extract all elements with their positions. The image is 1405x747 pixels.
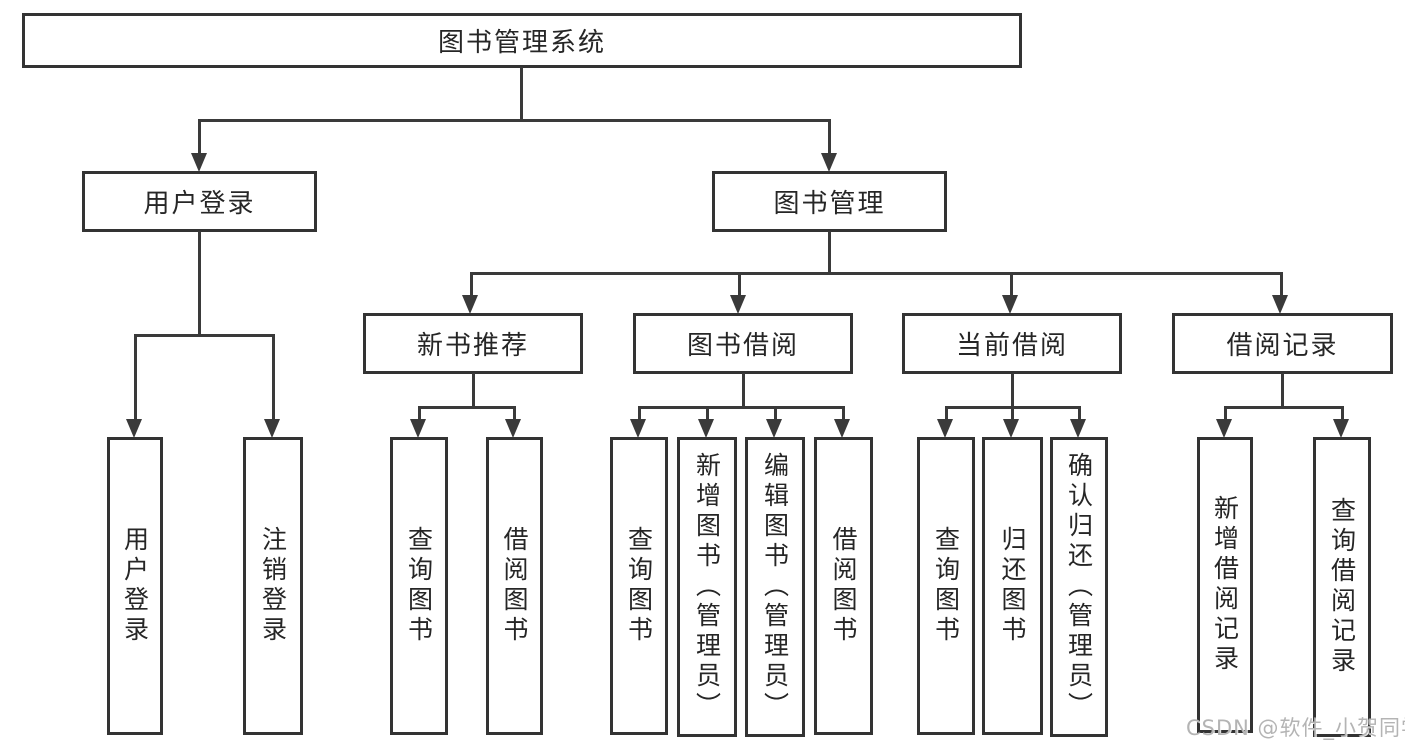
arrowhead-down-icon xyxy=(730,295,746,314)
arrowhead-down-icon xyxy=(1272,295,1288,314)
arrowhead-down-icon xyxy=(264,419,280,438)
edge-modules-rail xyxy=(470,272,1282,275)
edge-stem-leaf xyxy=(842,406,845,423)
arrowhead-down-icon xyxy=(1003,419,1019,438)
edge-borrowing-rail xyxy=(638,406,845,409)
edge-stem-leaf xyxy=(1341,406,1344,423)
node-root-library-system: 图书管理系统 xyxy=(22,13,1022,68)
arrowhead-down-icon xyxy=(191,153,207,172)
edge-stem-new-book xyxy=(470,272,473,298)
node-leaf-current-return-books: 归还图书 xyxy=(982,437,1043,735)
edge-stem-leaf xyxy=(638,406,641,423)
csdn-watermark: CSDN @软件_小贺同学 xyxy=(1186,716,1405,740)
node-leaf-borrowing-query-books: 查询图书 xyxy=(610,437,668,735)
node-book-management: 图书管理 xyxy=(712,171,947,232)
edge-stem-records xyxy=(1280,272,1283,298)
arrowhead-down-icon xyxy=(630,419,646,438)
node-leaf-newbook-query-books: 查询图书 xyxy=(390,437,448,735)
edge-stem-logout xyxy=(272,334,275,422)
edge-stem-leaf xyxy=(945,406,948,423)
arrowhead-down-icon xyxy=(1216,419,1232,438)
edge-current-trunk xyxy=(1011,373,1014,408)
arrowhead-down-icon xyxy=(505,419,521,438)
edge-stem-login xyxy=(134,334,137,422)
edge-stem-leaf xyxy=(1011,406,1014,423)
node-borrowing-records: 借阅记录 xyxy=(1172,313,1393,374)
arrowhead-down-icon xyxy=(937,419,953,438)
arrowhead-down-icon xyxy=(698,419,714,438)
edge-records-rail xyxy=(1224,406,1343,409)
arrowhead-down-icon xyxy=(1002,295,1018,314)
edge-stem-borrowing xyxy=(738,272,741,298)
node-current-borrowing: 当前借阅 xyxy=(902,313,1122,374)
edge-book-management-trunk xyxy=(828,231,831,274)
node-user-login: 用户登录 xyxy=(82,171,317,232)
arrowhead-down-icon xyxy=(1070,419,1086,438)
node-leaf-newbook-borrow-books: 借阅图书 xyxy=(486,437,543,735)
edge-records-trunk xyxy=(1281,373,1284,408)
edge-borrowing-trunk xyxy=(742,373,745,408)
arrowhead-down-icon xyxy=(126,419,142,438)
edge-stem-user-login xyxy=(198,119,201,157)
arrowhead-down-icon xyxy=(766,419,782,438)
arrowhead-down-icon xyxy=(821,153,837,172)
node-leaf-current-query-books: 查询图书 xyxy=(917,437,975,735)
node-leaf-records-query-record: 查询借阅记录 xyxy=(1313,437,1371,737)
arrowhead-down-icon xyxy=(1333,419,1349,438)
edge-root-trunk xyxy=(520,67,523,121)
node-new-book-recommend: 新书推荐 xyxy=(363,313,583,374)
arrowhead-down-icon xyxy=(834,419,850,438)
node-leaf-logout: 注销登录 xyxy=(243,437,303,735)
edge-stem-current xyxy=(1010,272,1013,298)
edge-user-login-rail xyxy=(134,334,275,337)
edge-stem-leaf xyxy=(513,406,516,423)
edge-level2-rail xyxy=(198,119,831,122)
edge-stem-book-management xyxy=(828,119,831,157)
edge-new-book-rail xyxy=(418,406,516,409)
node-leaf-current-confirm-return-admin: 确认归还（管理员） xyxy=(1050,437,1108,737)
node-leaf-records-add-record: 新增借阅记录 xyxy=(1197,437,1253,733)
edge-stem-leaf xyxy=(1224,406,1227,423)
edge-stem-leaf xyxy=(774,406,777,423)
edge-stem-leaf xyxy=(706,406,709,423)
node-leaf-user-login: 用户登录 xyxy=(107,437,163,735)
node-leaf-borrowing-borrow-books: 借阅图书 xyxy=(814,437,873,735)
edge-new-book-trunk xyxy=(472,373,475,408)
node-book-borrowing: 图书借阅 xyxy=(633,313,853,374)
arrowhead-down-icon xyxy=(462,295,478,314)
node-leaf-borrowing-edit-books-admin: 编辑图书（管理员） xyxy=(745,437,805,737)
node-leaf-borrowing-add-books-admin: 新增图书（管理员） xyxy=(677,437,737,737)
edge-stem-leaf xyxy=(418,406,421,423)
edge-user-login-trunk xyxy=(198,231,201,336)
edge-stem-leaf xyxy=(1078,406,1081,423)
arrowhead-down-icon xyxy=(410,419,426,438)
